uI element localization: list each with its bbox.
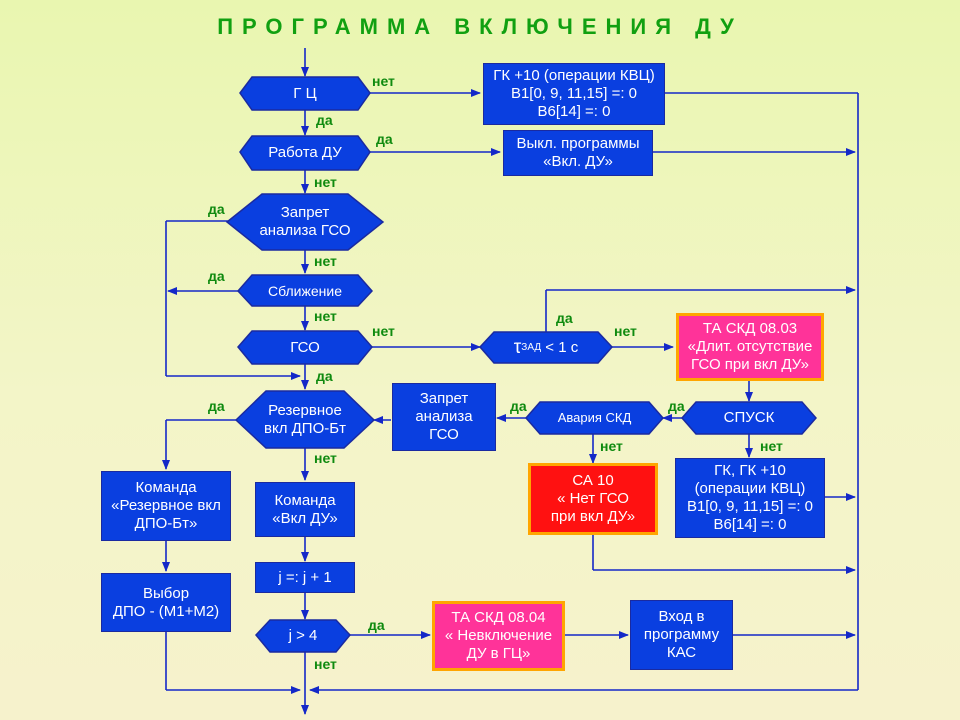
- box-ta0804-text: ТА СКД 08.04 « Невключение ДУ в ГЦ»: [444, 609, 553, 662]
- decision-zapret-analiza: [225, 193, 385, 251]
- decision-sblizhenie-text: Сближение: [268, 282, 342, 299]
- tau-subscript: ЗАД: [521, 341, 542, 353]
- tau-condition: < 1 с: [541, 338, 579, 356]
- decision-rabota-text: Работа ДУ: [268, 144, 342, 161]
- decision-avaria: [525, 401, 664, 435]
- decision-zapret-text: Запрет анализа ГСО: [259, 204, 351, 239]
- decision-avaria-text: Авария СКД: [557, 410, 632, 425]
- label-avaria-yes: да: [510, 398, 527, 414]
- decision-sblizhenie: [236, 274, 374, 307]
- label-rezerv-yes: да: [208, 398, 225, 414]
- label-gc-no: нет: [372, 73, 395, 89]
- label-gc-yes: да: [316, 112, 333, 128]
- label-sbl-no: нет: [314, 308, 337, 324]
- decision-rabota-du: [239, 135, 371, 171]
- page-title: ПРОГРАММА ВКЛЮЧЕНИЯ ДУ: [217, 14, 743, 39]
- box-j-increment: j =: j + 1: [255, 562, 355, 593]
- box-komanda-rezerv: Команда «Резервное вкл ДПО-Бт»: [101, 471, 231, 541]
- box-vybor-text: Выбор ДПО - (М1+М2): [112, 584, 220, 620]
- decision-j4: [255, 619, 351, 653]
- label-j4-no: нет: [314, 656, 337, 672]
- box-ca10-text: СА 10 « Нет ГСО при вкл ДУ»: [550, 472, 636, 525]
- label-gso-no: нет: [372, 323, 395, 339]
- box-vhod-kas: Вход в программу КАС: [630, 600, 733, 670]
- label-tau-yes: да: [556, 310, 573, 326]
- label-j4-yes: да: [368, 617, 385, 633]
- box-komanda-du-text: Команда «Вкл ДУ»: [272, 491, 338, 527]
- box-ta-skd-0804: ТА СКД 08.04 « Невключение ДУ в ГЦ»: [432, 601, 565, 671]
- box-gk10: ГК +10 (операции КВЦ) В1[0, 9, 11,15] =:…: [483, 63, 665, 125]
- box-gk-gk10-text: ГК, ГК +10 (операции КВЦ) В1[0, 9, 11,15…: [686, 462, 814, 533]
- decision-gc-text: Г Ц: [293, 84, 317, 102]
- label-tau-no: нет: [614, 323, 637, 339]
- box-gk-gk10: ГК, ГК +10 (операции КВЦ) В1[0, 9, 11,15…: [675, 458, 825, 538]
- box-ta0803-text: ТА СКД 08.03 «Длит. отсутствие ГСО при в…: [687, 320, 813, 373]
- label-zapret-yes: да: [208, 201, 225, 217]
- tau-symbol: τ: [513, 336, 522, 358]
- label-spusk-no: нет: [760, 438, 783, 454]
- decision-rezerv: [234, 390, 376, 449]
- box-vykl-programmy: Выкл. программы «Вкл. ДУ»: [503, 130, 653, 176]
- box-vykl-text: Выкл. программы «Вкл. ДУ»: [516, 135, 640, 170]
- decision-j4-text: j > 4: [288, 627, 318, 644]
- box-ta-skd-0803: ТА СКД 08.03 «Длит. отсутствие ГСО при в…: [676, 313, 824, 381]
- box-komanda-du: Команда «Вкл ДУ»: [255, 482, 355, 537]
- decision-spusk-text: СПУСК: [723, 409, 775, 426]
- box-gk10-text: ГК +10 (операции КВЦ) В1[0, 9, 11,15] =:…: [493, 67, 655, 120]
- decision-spusk: [681, 401, 817, 435]
- label-rabota-yes: да: [376, 131, 393, 147]
- box-komanda-rezerv-text: Команда «Резервное вкл ДПО-Бт»: [111, 479, 221, 532]
- box-vhod-text: Вход в программу КАС: [643, 608, 720, 661]
- label-rezerv-no: нет: [314, 450, 337, 466]
- box-j-inc-text: j =: j + 1: [278, 568, 332, 586]
- box-ca10: СА 10 « Нет ГСО при вкл ДУ»: [528, 463, 658, 535]
- label-sbl-yes: да: [208, 268, 225, 284]
- decision-gso-text: ГСО: [290, 338, 320, 356]
- decision-gso: [237, 330, 373, 365]
- label-spusk-yes: да: [668, 398, 685, 414]
- box-zapret-gso: Запрет анализа ГСО: [392, 383, 496, 451]
- label-rabota-no: нет: [314, 174, 337, 190]
- label-gso-yes: да: [316, 368, 333, 384]
- decision-tau: [478, 331, 614, 364]
- label-avaria-no: нет: [600, 438, 623, 454]
- label-zapret-no: нет: [314, 253, 337, 269]
- box-vybor-dpo: Выбор ДПО - (М1+М2): [101, 573, 231, 632]
- decision-gc: [239, 76, 371, 111]
- box-zapret2-text: Запрет анализа ГСО: [415, 390, 473, 443]
- decision-rezerv-text: Резервное вкл ДПО-Бт: [264, 401, 346, 437]
